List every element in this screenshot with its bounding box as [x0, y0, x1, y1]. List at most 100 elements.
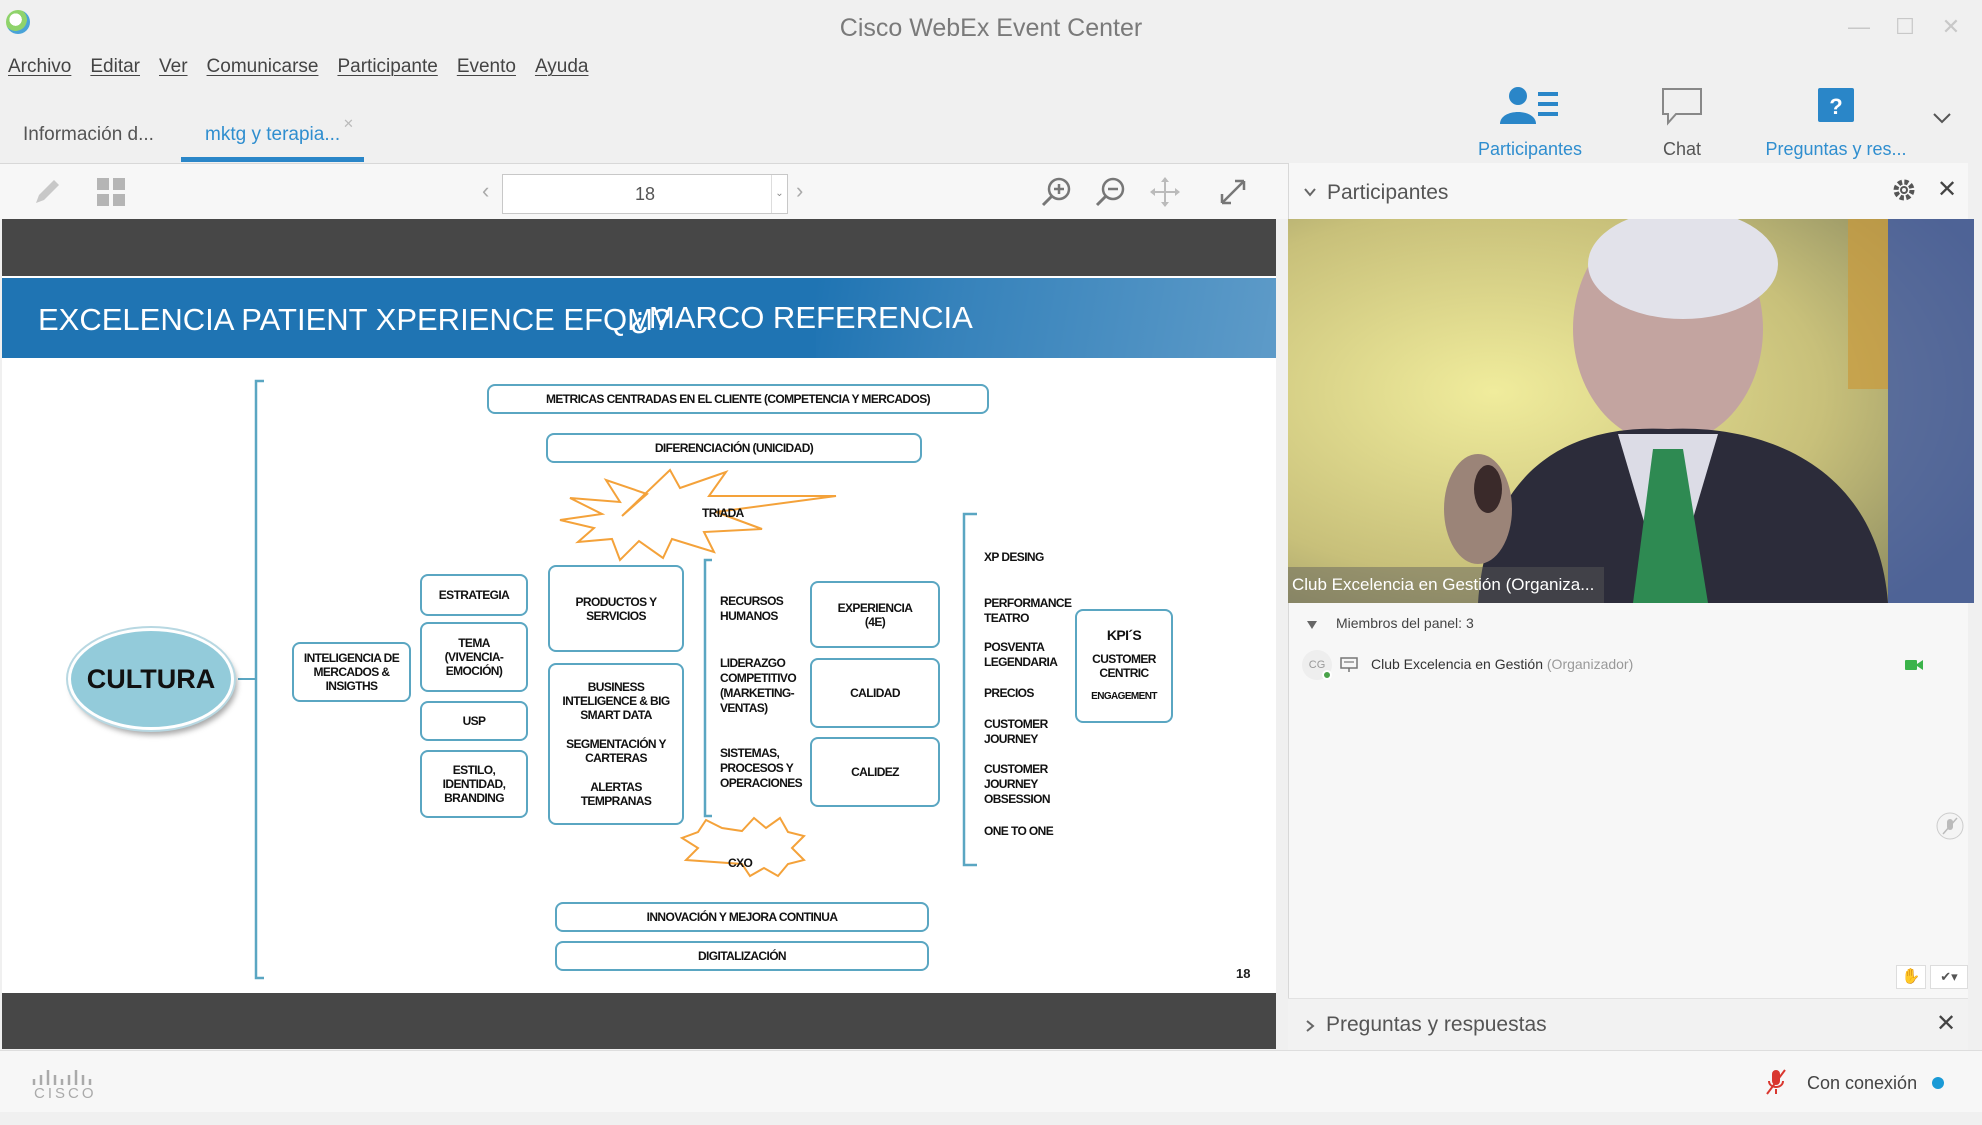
- list-item: ONE TO ONE: [984, 824, 1054, 838]
- tab-mktg-terapia[interactable]: mktg y terapia...: [205, 124, 341, 145]
- menu-bar: Archivo Editar Ver Comunicarse Participa…: [8, 56, 608, 86]
- mic-muted-icon[interactable]: [1764, 1067, 1788, 1097]
- chevron-down-icon[interactable]: [1932, 108, 1952, 128]
- fullscreen-icon[interactable]: [1216, 175, 1250, 209]
- list-item: PRECIOS: [984, 686, 1034, 700]
- list-item: CUSTOMER JOURNEY: [984, 717, 1048, 746]
- question-icon: ?: [1818, 88, 1854, 122]
- participants-label: Participantes: [1477, 139, 1583, 159]
- slide-margin-bottom: [2, 993, 1276, 1049]
- node-recursos: RECURSOS HUMANOS: [720, 594, 784, 623]
- node-tema: TEMA (VIVENCIA-EMOCIÓN): [420, 622, 528, 692]
- business-line-1: BUSINESS INTELIGENCE & BIG SMART DATA: [562, 680, 670, 723]
- page-number-field[interactable]: 18 ⌄: [502, 174, 788, 214]
- qa-panel-header[interactable]: Preguntas y respuestas ✕: [1288, 998, 1968, 1050]
- chat-button[interactable]: Chat: [1650, 86, 1714, 160]
- raise-hand-icon[interactable]: ✋: [1896, 965, 1926, 989]
- members-toggle-icon[interactable]: [1306, 620, 1318, 630]
- node-liderazgo: LIDERAZGO COMPETITIVO (MARKETING-VENTAS): [720, 656, 797, 715]
- video-image: [1288, 219, 1974, 603]
- status-bar: CISCO Con conexión: [0, 1050, 1982, 1112]
- list-item: POSVENTA LEGENDARIA: [984, 640, 1058, 669]
- menu-evento[interactable]: Evento: [456, 56, 516, 77]
- business-line-2: SEGMENTACIÓN Y CARTERAS: [566, 736, 666, 765]
- menu-editar[interactable]: Editar: [90, 56, 140, 77]
- node-diferenciacion: DIFERENCIACIÓN (UNICIDAD): [546, 433, 922, 463]
- active-tab-indicator: [181, 157, 364, 162]
- panel-close-icon[interactable]: ✕: [1937, 176, 1958, 203]
- zoom-in-icon[interactable]: [1040, 175, 1074, 209]
- presenter-icon: [1340, 657, 1358, 672]
- node-triada: TRIADA: [702, 506, 744, 520]
- slide-title-left: EXCELENCIA PATIENT XPERIENCE EFQM?: [38, 302, 671, 337]
- panel-header: Participantes ✕: [1289, 163, 1969, 219]
- node-business: BUSINESS INTELIGENCE & BIG SMART DATA SE…: [548, 663, 684, 825]
- node-estrategia: ESTRATEGIA: [420, 574, 528, 616]
- slide-title-right: ¿MARCO REFERENCIA: [630, 300, 973, 335]
- menu-ayuda[interactable]: Ayuda: [534, 56, 589, 77]
- feedback-icon[interactable]: ✔▾: [1930, 965, 1968, 989]
- list-item: XP DESING: [984, 550, 1044, 564]
- connection-status: Con conexión: [1807, 1073, 1918, 1093]
- node-digitalizacion: DIGITALIZACIÓN: [555, 941, 929, 971]
- diagram-connectors: [238, 379, 977, 980]
- minimize-icon[interactable]: —: [1848, 14, 1870, 39]
- presence-icon: [1322, 670, 1332, 680]
- prev-page-icon[interactable]: ‹: [482, 178, 490, 203]
- chat-icon: [1662, 88, 1702, 126]
- video-feed: Club Excelencia en Gestión (Organiza...: [1288, 219, 1974, 603]
- page-number-value: 18: [634, 184, 656, 204]
- mute-all-icon[interactable]: [1936, 812, 1964, 840]
- expand-chevron-icon[interactable]: [1304, 1019, 1316, 1033]
- participant-name: Club Excelencia en Gestión (Organizador): [1371, 656, 1633, 672]
- page-dropdown-icon[interactable]: ⌄: [771, 175, 787, 213]
- slide-header-shade: [816, 278, 1276, 358]
- participant-row[interactable]: CG Club Excelencia en Gestión (Organizad…: [1300, 648, 1960, 682]
- cxo-star: [679, 816, 806, 878]
- panel-title: Participantes: [1327, 181, 1449, 204]
- qa-panel-title: Preguntas y respuestas: [1326, 1013, 1547, 1036]
- node-productos: PRODUCTOS Y SERVICIOS: [548, 565, 684, 652]
- maximize-icon[interactable]: ☐: [1895, 14, 1915, 39]
- node-estilo: ESTILO, IDENTIDAD, BRANDING: [420, 750, 528, 818]
- kpis-line-1: CUSTOMER CENTRIC: [1092, 652, 1156, 680]
- zoom-out-icon[interactable]: [1094, 175, 1128, 209]
- list-item: PERFORMANCE TEATRO: [984, 596, 1072, 625]
- participant-name-text: Club Excelencia en Gestión: [1371, 656, 1543, 672]
- title-bar: Cisco WebEx Event Center — ☐ ✕: [0, 0, 1982, 56]
- cisco-wordmark: CISCO: [34, 1085, 97, 1102]
- menu-archivo[interactable]: Archivo: [8, 56, 72, 77]
- pan-icon[interactable]: [1148, 175, 1182, 209]
- node-cultura: CULTURA: [68, 628, 234, 730]
- menu-ver[interactable]: Ver: [159, 56, 188, 77]
- thumbnails-icon[interactable]: [94, 175, 128, 209]
- node-cxo: CXO: [728, 856, 753, 870]
- connection-indicator: [1932, 1077, 1944, 1089]
- qa-close-icon[interactable]: ✕: [1936, 1010, 1957, 1037]
- node-innovacion: INNOVACIÓN Y MEJORA CONTINUA: [555, 902, 929, 932]
- qa-button[interactable]: ? Preguntas y res...: [1764, 86, 1908, 160]
- close-icon[interactable]: ✕: [1941, 14, 1961, 39]
- node-usp: USP: [420, 701, 528, 741]
- collapse-chevron-icon[interactable]: [1303, 185, 1317, 199]
- node-inteligencia: INTELIGENCIA DE MERCADOS & INSIGTHS: [292, 642, 411, 702]
- participants-button[interactable]: Participantes: [1472, 86, 1588, 160]
- tab-close-icon[interactable]: ✕: [343, 116, 354, 131]
- pencil-icon[interactable]: [30, 175, 64, 209]
- cisco-logo-icon: [32, 1070, 92, 1085]
- kpis-line-2: ENGAGEMENT: [1091, 691, 1157, 702]
- video-camera-icon[interactable]: [1904, 658, 1924, 672]
- presentation-slide: EXCELENCIA PATIENT XPERIENCE EFQM? ¿MARC…: [2, 276, 1276, 993]
- tab-informacion[interactable]: Información d...: [23, 124, 154, 145]
- business-line-3: ALERTAS TEMPRANAS: [580, 779, 652, 808]
- gear-icon[interactable]: [1891, 177, 1917, 203]
- menu-participante[interactable]: Participante: [337, 56, 438, 77]
- node-experiencia: EXPERIENCIA (4E): [810, 581, 940, 648]
- slide-page-number: 18: [1236, 966, 1251, 981]
- video-name-label: Club Excelencia en Gestión (Organiza...: [1288, 567, 1605, 603]
- qa-label: Preguntas y res...: [1765, 139, 1907, 159]
- webex-logo-icon: [6, 10, 30, 34]
- svg-text:?: ?: [1829, 94, 1842, 119]
- menu-comunicarse[interactable]: Comunicarse: [206, 56, 319, 77]
- next-page-icon[interactable]: ›: [796, 178, 804, 203]
